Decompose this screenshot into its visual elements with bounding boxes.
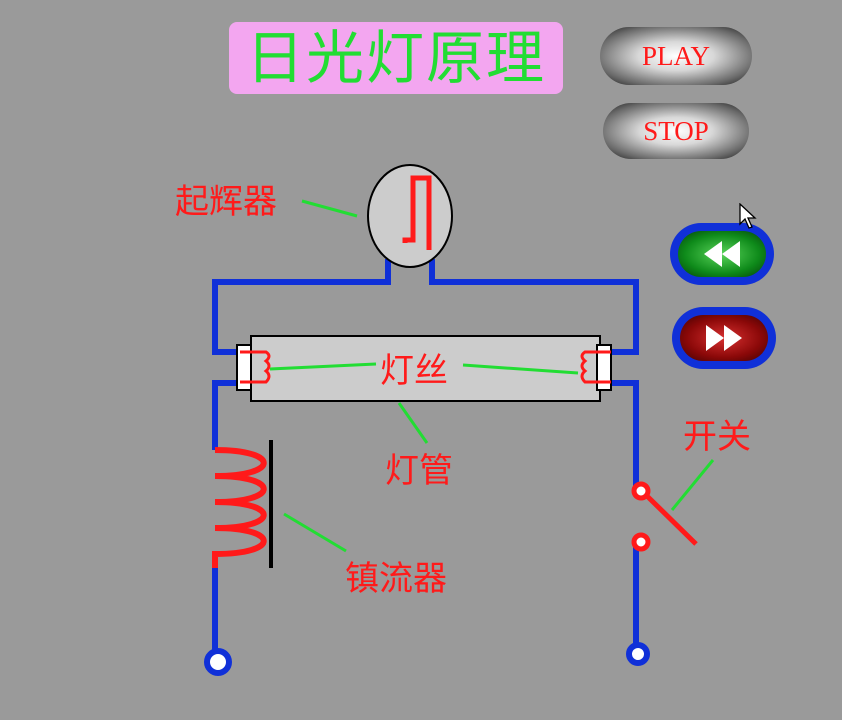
fast-forward-button[interactable] [672, 307, 776, 369]
leader-filament-right [462, 363, 579, 375]
leader-filament-left [269, 362, 377, 371]
title-box: 日光灯原理 [229, 22, 563, 94]
filament-left [240, 350, 271, 384]
terminal-left [204, 648, 232, 676]
stop-button[interactable]: STOP [603, 103, 749, 159]
wire-top-right [429, 259, 639, 355]
switch-contact-top [631, 481, 651, 501]
leader-starter [301, 199, 358, 218]
page-title: 日光灯原理 [245, 24, 546, 92]
label-ballast: 镇流器 [345, 559, 447, 599]
leader-tube [397, 402, 429, 444]
filament-right [580, 350, 611, 384]
tube-body [250, 335, 601, 402]
tube-cap-left [236, 344, 252, 391]
leader-ballast [283, 512, 347, 553]
fast-forward-icon [706, 325, 742, 351]
label-filament: 灯丝 [380, 351, 448, 391]
tube-cap-right [596, 344, 612, 391]
mouse-pointer-icon [739, 203, 757, 229]
label-starter: 起辉器 [175, 182, 277, 222]
rewind-button[interactable] [670, 223, 774, 285]
label-tube: 灯管 [385, 451, 453, 491]
play-button[interactable]: PLAY [600, 27, 752, 85]
rewind-icon [704, 241, 740, 267]
wire-right-down [611, 380, 639, 490]
leader-switch [670, 459, 715, 511]
starter-electrode [402, 175, 432, 250]
switch-lever [644, 493, 698, 546]
terminal-right [626, 642, 650, 666]
ballast-coil [212, 447, 267, 568]
leader-lines [269, 199, 715, 553]
wire-top-left [212, 259, 391, 355]
wires [212, 259, 639, 652]
starter-bulb [367, 164, 453, 268]
wire-left-down [212, 380, 240, 450]
label-switch: 开关 [683, 417, 751, 457]
switch-contact-bottom [631, 532, 651, 552]
